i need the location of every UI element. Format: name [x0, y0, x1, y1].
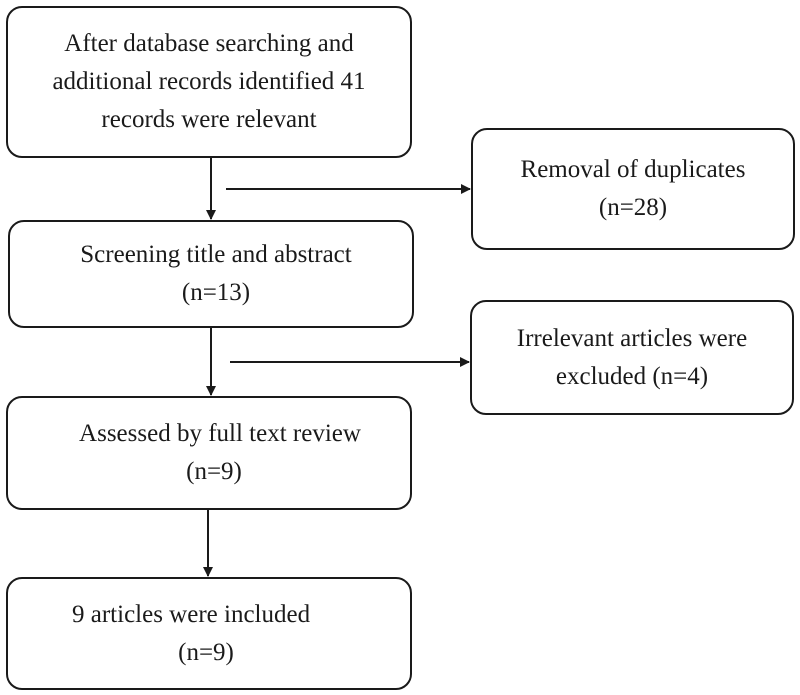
- duplicates-removed-label: Removal of duplicates: [520, 156, 746, 183]
- irrelevant-excluded-count: excluded (n=4): [555, 362, 709, 390]
- full-text-review-count: (n=9): [186, 458, 242, 485]
- included-articles-box: 9 articles were included (n=9): [6, 577, 412, 690]
- screening-box: Screening title and abstract (n=13): [8, 220, 414, 328]
- full-text-review-label: Assessed by full text review: [79, 420, 361, 447]
- screening-label: Screening title and abstract: [80, 241, 352, 268]
- irrelevant-excluded-label: Irrelevant articles were: [516, 324, 748, 352]
- included-articles-count: (n=9): [178, 638, 234, 666]
- records-identified-line-3: records were relevant: [101, 106, 317, 133]
- duplicates-removed-box: Removal of duplicates (n=28): [471, 128, 795, 250]
- screening-count: (n=13): [181, 279, 251, 306]
- included-articles-label: 9 articles were included: [72, 600, 311, 628]
- records-identified-line-2: additional records identified 41: [52, 68, 366, 95]
- records-identified-box: After database searching and additional …: [6, 6, 412, 158]
- irrelevant-excluded-box: Irrelevant articles were excluded (n=4): [470, 300, 794, 415]
- duplicates-removed-count: (n=28): [598, 194, 668, 221]
- records-identified-line-1: After database searching and: [64, 30, 354, 57]
- full-text-review-box: Assessed by full text review (n=9): [6, 396, 412, 510]
